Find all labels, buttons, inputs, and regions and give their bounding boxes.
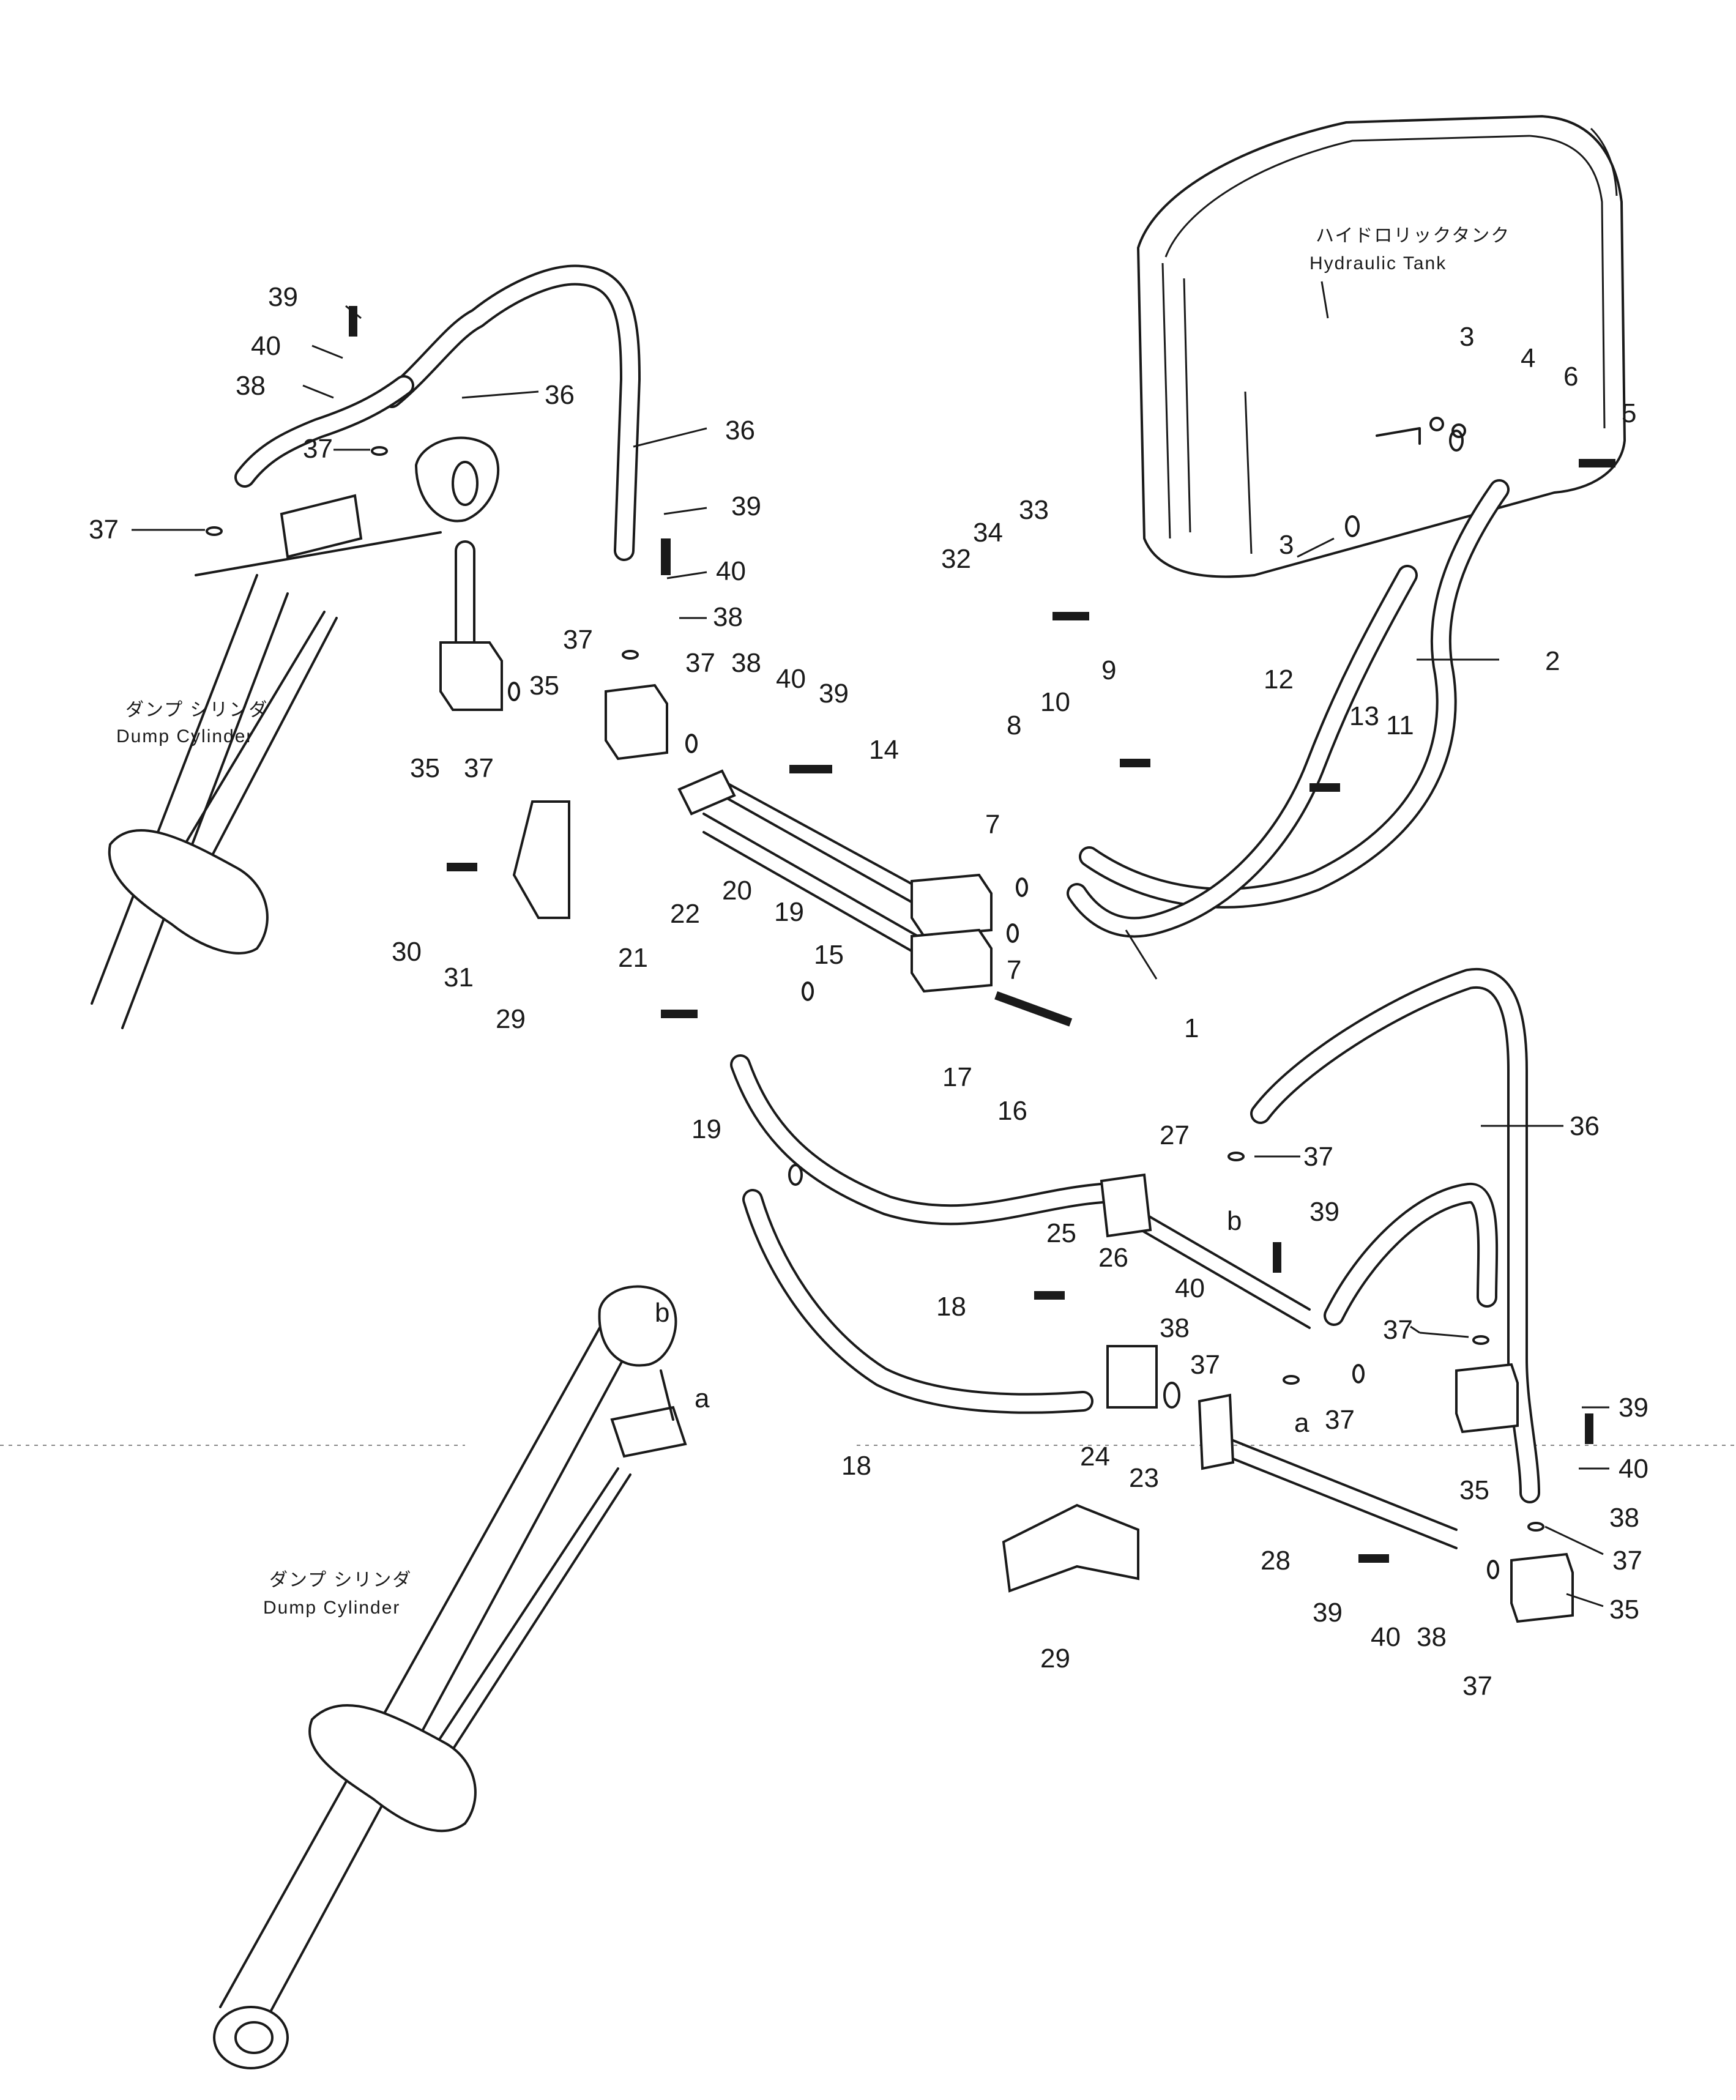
cylinder-lower-label-jp: ダンプ シリンダ xyxy=(269,1570,412,1590)
callout-40: 40 xyxy=(1175,1273,1205,1303)
callout-40: 40 xyxy=(776,664,806,694)
tank-label-en: Hydraulic Tank xyxy=(1309,253,1447,274)
callout-38: 38 xyxy=(713,602,743,632)
callout-27: 27 xyxy=(1160,1120,1190,1150)
callout-13: 13 xyxy=(1349,701,1379,731)
callout-31: 31 xyxy=(444,962,474,992)
callout-32: 32 xyxy=(941,544,971,574)
callout-37: 37 xyxy=(1462,1671,1492,1701)
letter-b-right: b xyxy=(1227,1206,1242,1236)
cylinder-upper-label-en: Dump Cylinder xyxy=(116,726,253,747)
callout-8: 8 xyxy=(1007,710,1021,740)
letter-a-right: a xyxy=(1294,1408,1309,1438)
callout-26: 26 xyxy=(1098,1243,1128,1273)
callout-18: 18 xyxy=(936,1292,966,1322)
callout-37: 37 xyxy=(1325,1405,1355,1435)
callout-2: 2 xyxy=(1545,646,1560,676)
callout-36: 36 xyxy=(725,415,755,445)
callout-14: 14 xyxy=(869,735,899,765)
callout-40: 40 xyxy=(1371,1622,1401,1652)
callout-39: 39 xyxy=(268,282,298,312)
callout-36: 36 xyxy=(545,380,575,410)
callout-3: 3 xyxy=(1459,322,1474,352)
callout-29: 29 xyxy=(1040,1644,1070,1674)
callout-38: 38 xyxy=(1609,1503,1639,1533)
dump-cylinder-upper xyxy=(91,436,499,1029)
hoses xyxy=(234,264,1540,1503)
callout-1: 1 xyxy=(1184,1013,1199,1043)
callout-37: 37 xyxy=(1190,1350,1220,1380)
callout-11: 11 xyxy=(1386,710,1414,740)
callout-35: 35 xyxy=(410,753,440,783)
hydraulic-tank xyxy=(1137,115,1626,578)
callout-37: 37 xyxy=(563,625,593,655)
callout-9: 9 xyxy=(1101,655,1116,685)
callout-37: 37 xyxy=(1383,1315,1413,1345)
callout-4: 4 xyxy=(1521,343,1535,373)
cylinder-upper-label-jp: ダンプ シリンダ xyxy=(125,700,268,720)
callout-7: 7 xyxy=(985,810,1000,840)
letter-a-lower: a xyxy=(695,1383,710,1413)
callout-38: 38 xyxy=(1160,1313,1190,1343)
callout-37: 37 xyxy=(1612,1546,1642,1576)
callout-35: 35 xyxy=(1459,1475,1489,1505)
tank-label-jp: ハイドロリックタンク xyxy=(1316,226,1510,246)
callout-33: 33 xyxy=(1019,495,1049,525)
callout-19: 19 xyxy=(774,897,804,927)
callout-25: 25 xyxy=(1046,1218,1076,1248)
callout-37: 37 xyxy=(685,648,715,678)
callout-39: 39 xyxy=(1309,1197,1339,1227)
callout-3: 3 xyxy=(1279,530,1294,560)
callout-40: 40 xyxy=(716,556,746,586)
callout-37: 37 xyxy=(303,434,333,464)
callout-6: 6 xyxy=(1563,362,1578,392)
callout-38: 38 xyxy=(731,648,761,678)
callout-40: 40 xyxy=(251,331,281,361)
callout-7: 7 xyxy=(1007,955,1021,985)
dump-cylinder-lower xyxy=(213,1285,687,2069)
letter-b-lower: b xyxy=(655,1298,669,1328)
callout-38: 38 xyxy=(236,371,266,401)
callout-22: 22 xyxy=(670,899,700,929)
callout-5: 5 xyxy=(1622,398,1636,428)
callout-24: 24 xyxy=(1080,1442,1110,1472)
callout-18: 18 xyxy=(841,1451,871,1481)
callout-40: 40 xyxy=(1619,1454,1648,1484)
callout-21: 21 xyxy=(618,943,648,973)
callout-37: 37 xyxy=(464,753,494,783)
callout-36: 36 xyxy=(1570,1111,1600,1141)
callout-30: 30 xyxy=(392,937,422,967)
callout-38: 38 xyxy=(1417,1622,1447,1652)
cylinder-lower-label-en: Dump Cylinder xyxy=(263,1598,400,1618)
callout-39: 39 xyxy=(819,679,849,709)
callout-20: 20 xyxy=(722,876,752,906)
callout-29: 29 xyxy=(496,1004,526,1034)
callout-17: 17 xyxy=(942,1062,972,1092)
callout-39: 39 xyxy=(731,491,761,521)
callout-35: 35 xyxy=(1609,1595,1639,1625)
callout-37: 37 xyxy=(89,515,119,545)
callout-39: 39 xyxy=(1619,1393,1648,1423)
callout-10: 10 xyxy=(1040,687,1070,717)
callout-leaders xyxy=(132,305,1609,1607)
callout-16: 16 xyxy=(997,1096,1027,1126)
callout-19: 19 xyxy=(691,1114,721,1144)
callout-34: 34 xyxy=(973,518,1003,548)
callout-15: 15 xyxy=(814,940,844,970)
callout-35: 35 xyxy=(529,671,559,701)
callout-12: 12 xyxy=(1264,665,1294,694)
callout-numbers: 39 40 38 37 37 36 36 39 40 38 37 35 35 3… xyxy=(89,282,1648,1701)
callout-23: 23 xyxy=(1129,1463,1159,1493)
callout-28: 28 xyxy=(1261,1546,1291,1576)
callout-37: 37 xyxy=(1303,1142,1333,1172)
tubes-and-blocks xyxy=(206,306,1615,1623)
callout-39: 39 xyxy=(1313,1598,1343,1628)
